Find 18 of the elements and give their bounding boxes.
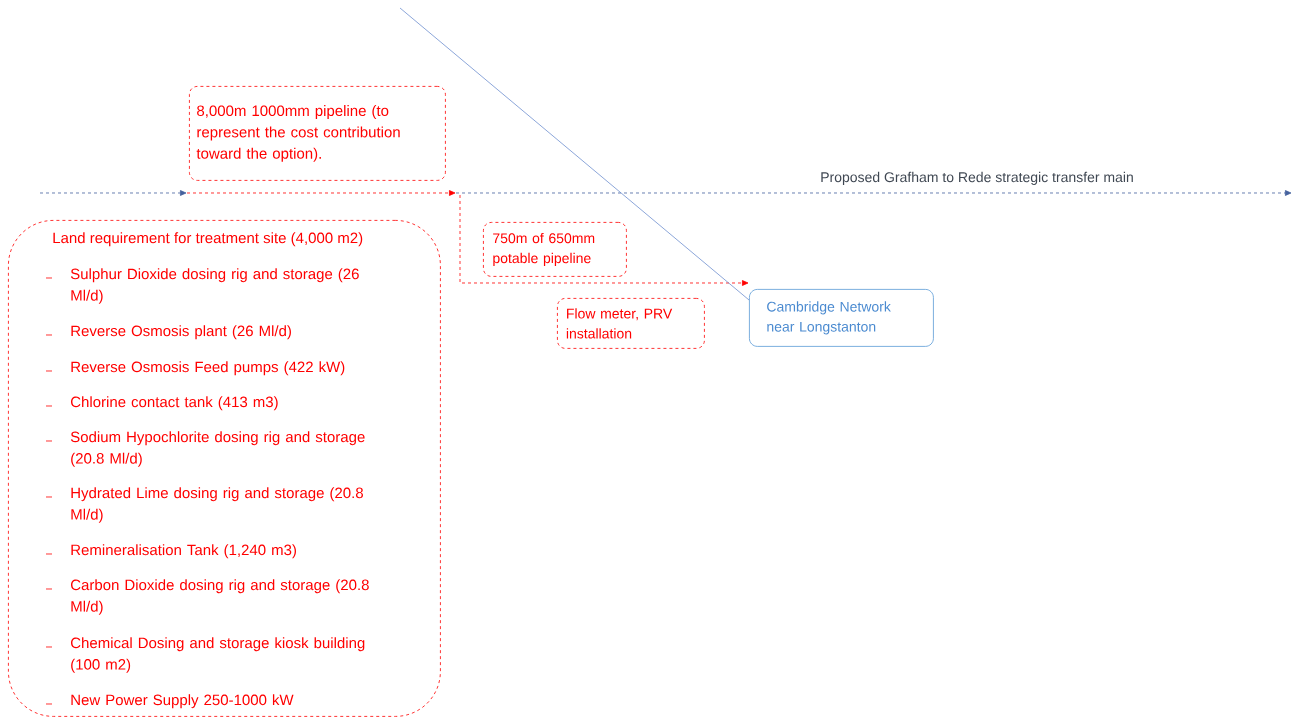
list-item: Chlorine contact tank (413 m3): [71, 396, 278, 411]
connector-line: [399, 7, 750, 301]
list-item: Sulphur Dioxide dosing rig and storage (26 Ml/d): [70, 268, 359, 304]
list-item: Hydrated Lime dosing rig and storage (20.8 Ml/d): [71, 487, 363, 523]
list-item: Carbon Dioxide dosing rig and storage (20.8 Ml/d): [71, 579, 369, 615]
note-box: 8,000m 1000mm pipeline (to represent the cost contribution toward the option).: [189, 86, 446, 181]
list-item: New Power Supply 250-1000 kW: [71, 694, 294, 709]
network-box: Cambridge Network near Longstanton: [749, 289, 934, 347]
line-label: Proposed Grafham to Rede strategic transfer main: [821, 171, 1133, 185]
list-item: Remineralisation Tank (1,240 m3): [71, 544, 296, 559]
list-item: Chemical Dosing and storage kiosk building (100 m2): [71, 637, 365, 673]
list-item: Sodium Hypochlorite dosing rig and storage (20.8 Ml/d): [70, 431, 365, 467]
pipeline-arrow: [459, 194, 749, 286]
heading: Land requirement for treatment site (4,000 m2): [53, 232, 363, 247]
list-item: Reverse Osmosis plant (26 Ml/d): [71, 325, 291, 340]
note-box: Flow meter, PRV installation: [557, 298, 705, 349]
list-item: Reverse Osmosis Feed pumps (422 kW): [71, 361, 345, 376]
note-box: 750m of 650mm potable pipeline: [483, 222, 627, 277]
